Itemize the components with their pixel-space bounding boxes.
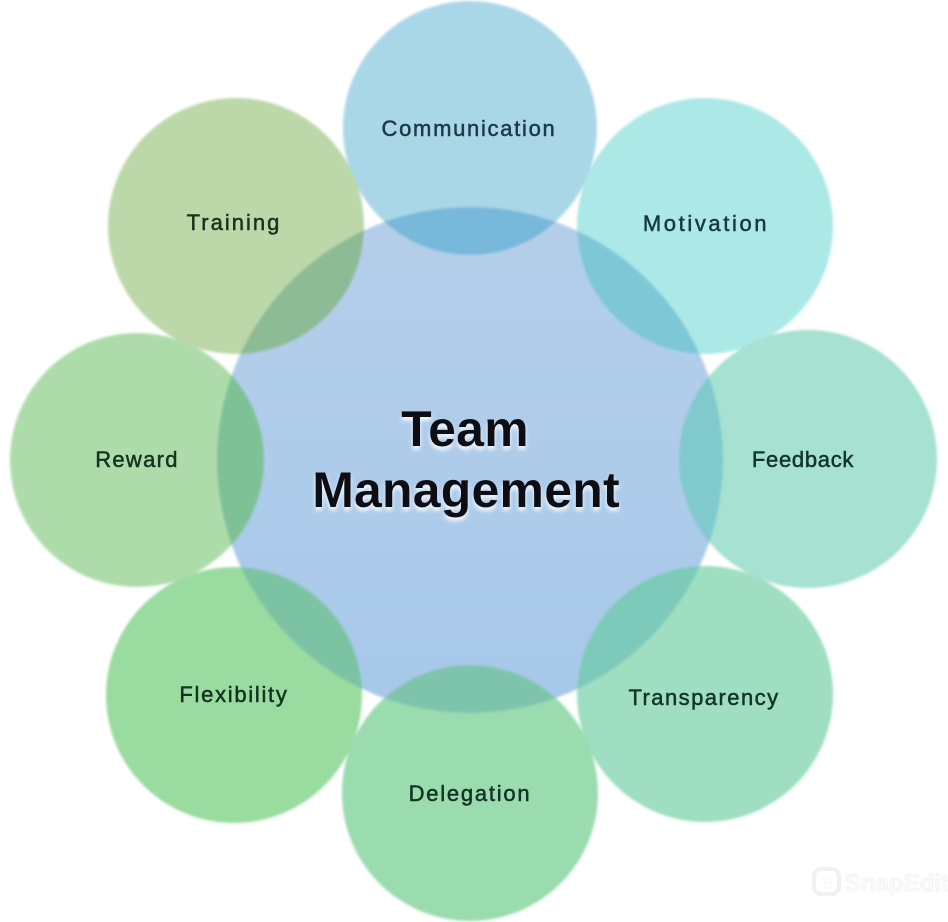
svg-text:Delegation: Delegation	[409, 781, 532, 806]
svg-text:Flexibility: Flexibility	[179, 682, 288, 707]
svg-text:Management: Management	[312, 462, 620, 518]
svg-text:Feedback: Feedback	[752, 447, 855, 472]
svg-text:Training: Training	[187, 210, 282, 235]
svg-text:Team: Team	[401, 401, 529, 457]
svg-text:S: S	[822, 874, 833, 893]
svg-text:SnapEdit: SnapEdit	[845, 870, 948, 897]
svg-text:Transparency: Transparency	[628, 685, 779, 710]
svg-text:Communication: Communication	[382, 116, 557, 141]
svg-text:Motivation: Motivation	[643, 211, 769, 236]
svg-text:Reward: Reward	[95, 447, 179, 472]
